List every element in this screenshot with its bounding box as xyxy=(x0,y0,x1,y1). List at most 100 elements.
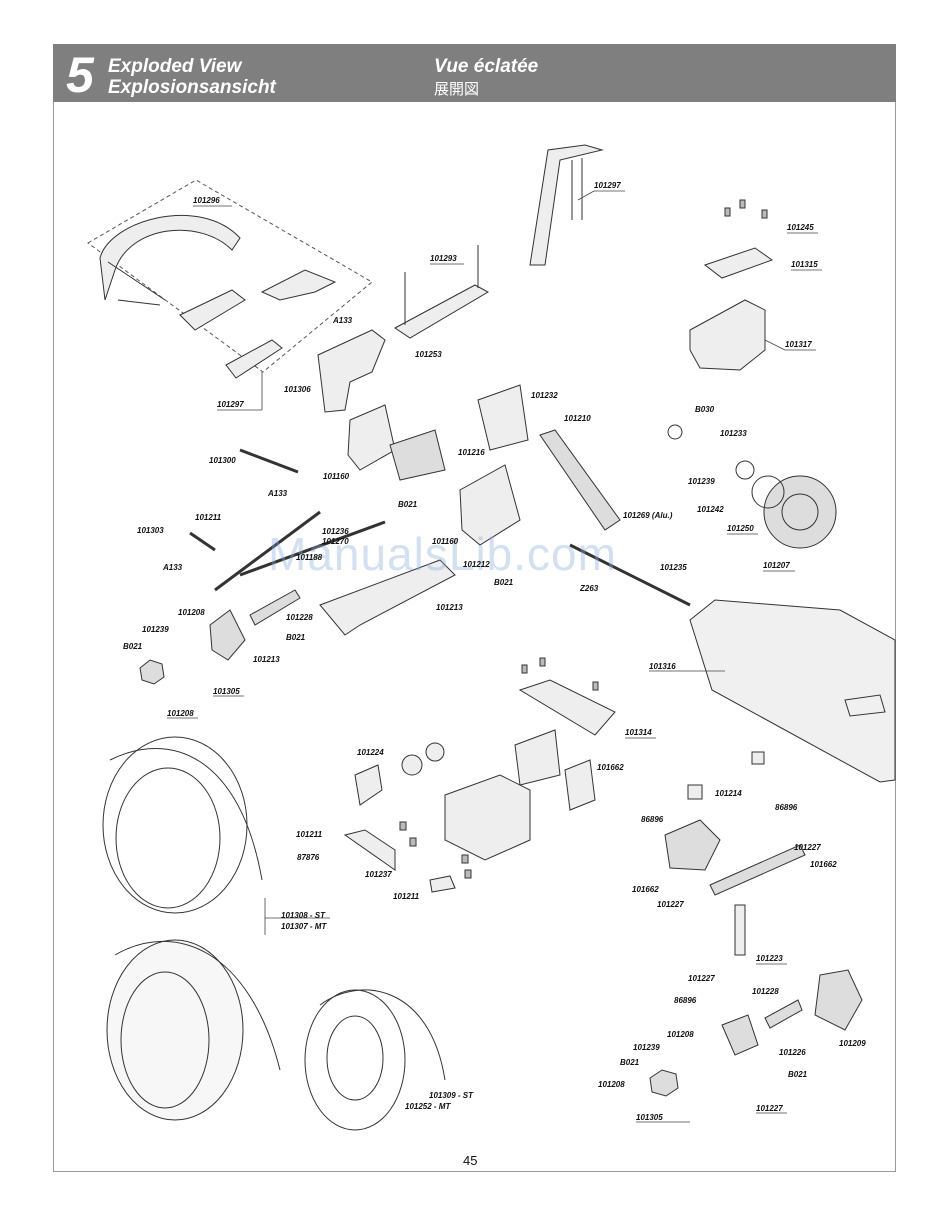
part-number-label: 101210 xyxy=(564,414,591,423)
part-number-label: 101315 xyxy=(791,260,818,269)
watermark: ManualsLib.com xyxy=(268,528,617,580)
part-number-label: 101227 xyxy=(756,1104,783,1113)
part-number-label: 101214 xyxy=(715,789,742,798)
part-number-label: A133 xyxy=(163,563,183,572)
part-number-label: 101213 xyxy=(436,603,463,612)
part-number-label: 101242 xyxy=(697,505,724,514)
tire-insert xyxy=(102,736,248,914)
bumper-plate xyxy=(225,339,283,379)
part-number-label: 101227 xyxy=(794,843,821,852)
part-number-label: 101227 xyxy=(657,900,684,909)
part-number-label: 86896 xyxy=(674,996,697,1005)
part-number-label: 101208 xyxy=(167,709,194,718)
part-number-label: 101662 xyxy=(810,860,837,869)
steering-bellcrank xyxy=(664,819,721,871)
part-number-label: 101317 xyxy=(785,340,812,349)
part-number-label: 101212 xyxy=(463,560,490,569)
chassis-plate xyxy=(689,599,896,783)
part-number-label: 101297 xyxy=(217,400,244,409)
part-number-label: B021 xyxy=(398,500,418,509)
title-french: Vue éclatée xyxy=(434,56,539,77)
part-number-label: A133 xyxy=(333,316,353,325)
part-number-label: 101662 xyxy=(632,885,659,894)
part-number-label: 101208 xyxy=(598,1080,625,1089)
drive-shaft xyxy=(249,589,301,626)
title-german: Explosionsansicht xyxy=(108,77,276,98)
slipper-plate xyxy=(735,460,755,480)
steering-rack xyxy=(709,844,806,896)
part-number-label: 101228 xyxy=(752,987,779,996)
part-number-label: 101300 xyxy=(209,456,236,465)
part-number-label: 101303 xyxy=(137,526,164,535)
part-number-label: B021 xyxy=(286,633,306,642)
front-diff-housing xyxy=(347,404,396,471)
rear-hub-carrier xyxy=(814,969,863,1031)
part-number-label: 101211 xyxy=(195,513,222,522)
part-number-label: 101307 - MT xyxy=(281,922,327,931)
part-number-label: 101308 - ST xyxy=(281,911,326,920)
wheel xyxy=(304,989,406,1131)
part-number-label: 101270 xyxy=(322,537,349,546)
part-number-label: 101296 xyxy=(193,196,220,205)
front-bumper xyxy=(99,214,241,301)
rear-diff-housing xyxy=(477,384,529,451)
part-number-label: 101269 (Alu.) xyxy=(623,511,673,520)
part-number-label: 101160 xyxy=(323,472,350,481)
tie-rod-end xyxy=(429,875,456,893)
part-number-label: A133 xyxy=(268,489,288,498)
part-number-label: 101208 xyxy=(667,1030,694,1039)
part-number-label: 87876 xyxy=(297,853,320,862)
part-number-label: 101305 xyxy=(213,687,240,696)
part-number-label: B030 xyxy=(695,405,715,414)
part-number-label: 101250 xyxy=(727,524,754,533)
part-number-label: 101305 xyxy=(636,1113,663,1122)
part-number-label: 101208 xyxy=(178,608,205,617)
title-english: Exploded View xyxy=(108,56,242,77)
title-japanese: 展開図 xyxy=(434,81,480,98)
part-number-label: 101239 xyxy=(633,1043,660,1052)
rear-body-mount xyxy=(529,144,604,266)
slipper-pad xyxy=(751,475,785,509)
part-number-label: B021 xyxy=(494,578,514,587)
part-number-label: 101226 xyxy=(779,1048,806,1057)
part-number-label: B021 xyxy=(620,1058,640,1067)
part-number-label: 101309 - ST xyxy=(429,1091,474,1100)
center-diff-housing xyxy=(459,464,521,546)
part-number-label: 101211 xyxy=(296,830,323,839)
part-number-label: 101235 xyxy=(660,563,687,572)
servo xyxy=(444,774,531,861)
part-number-label: 101223 xyxy=(756,954,783,963)
part-number-label: 101160 xyxy=(432,537,459,546)
part-number-label: 101209 xyxy=(839,1039,866,1048)
part-number-label: 101239 xyxy=(142,625,169,634)
bearing-b030 xyxy=(667,424,683,440)
wheel-nut xyxy=(139,659,165,685)
steering-knuckle xyxy=(209,609,246,661)
part-number-label: 101232 xyxy=(531,391,558,400)
bumper-arms xyxy=(260,269,337,301)
part-number-label: Z263 xyxy=(580,584,599,593)
bumper-group-outline xyxy=(87,179,373,373)
part-number-label: 101213 xyxy=(253,655,280,664)
part-number-label: 101237 xyxy=(365,870,392,879)
suspension-arm xyxy=(319,559,456,636)
part-number-label: 101306 xyxy=(284,385,311,394)
part-number-label: 101662 xyxy=(597,763,624,772)
part-number-label: 101293 xyxy=(430,254,457,263)
front-bulkhead xyxy=(317,329,386,413)
part-number-label: 101314 xyxy=(625,728,652,737)
part-number-label: B021 xyxy=(788,1070,808,1079)
battery-plate xyxy=(518,679,616,736)
part-number-label: 101236 xyxy=(322,527,349,536)
differential xyxy=(389,429,446,481)
part-number-label: 101297 xyxy=(594,181,621,190)
part-number-label: 101245 xyxy=(787,223,814,232)
motor-mount xyxy=(689,299,766,371)
steering-link xyxy=(343,829,396,871)
motor-mount-plate xyxy=(703,247,774,279)
body-post-mount xyxy=(394,284,490,339)
part-number-label: 101211 xyxy=(393,892,420,901)
part-number-label: 101253 xyxy=(415,350,442,359)
bumper-mount xyxy=(179,289,246,331)
